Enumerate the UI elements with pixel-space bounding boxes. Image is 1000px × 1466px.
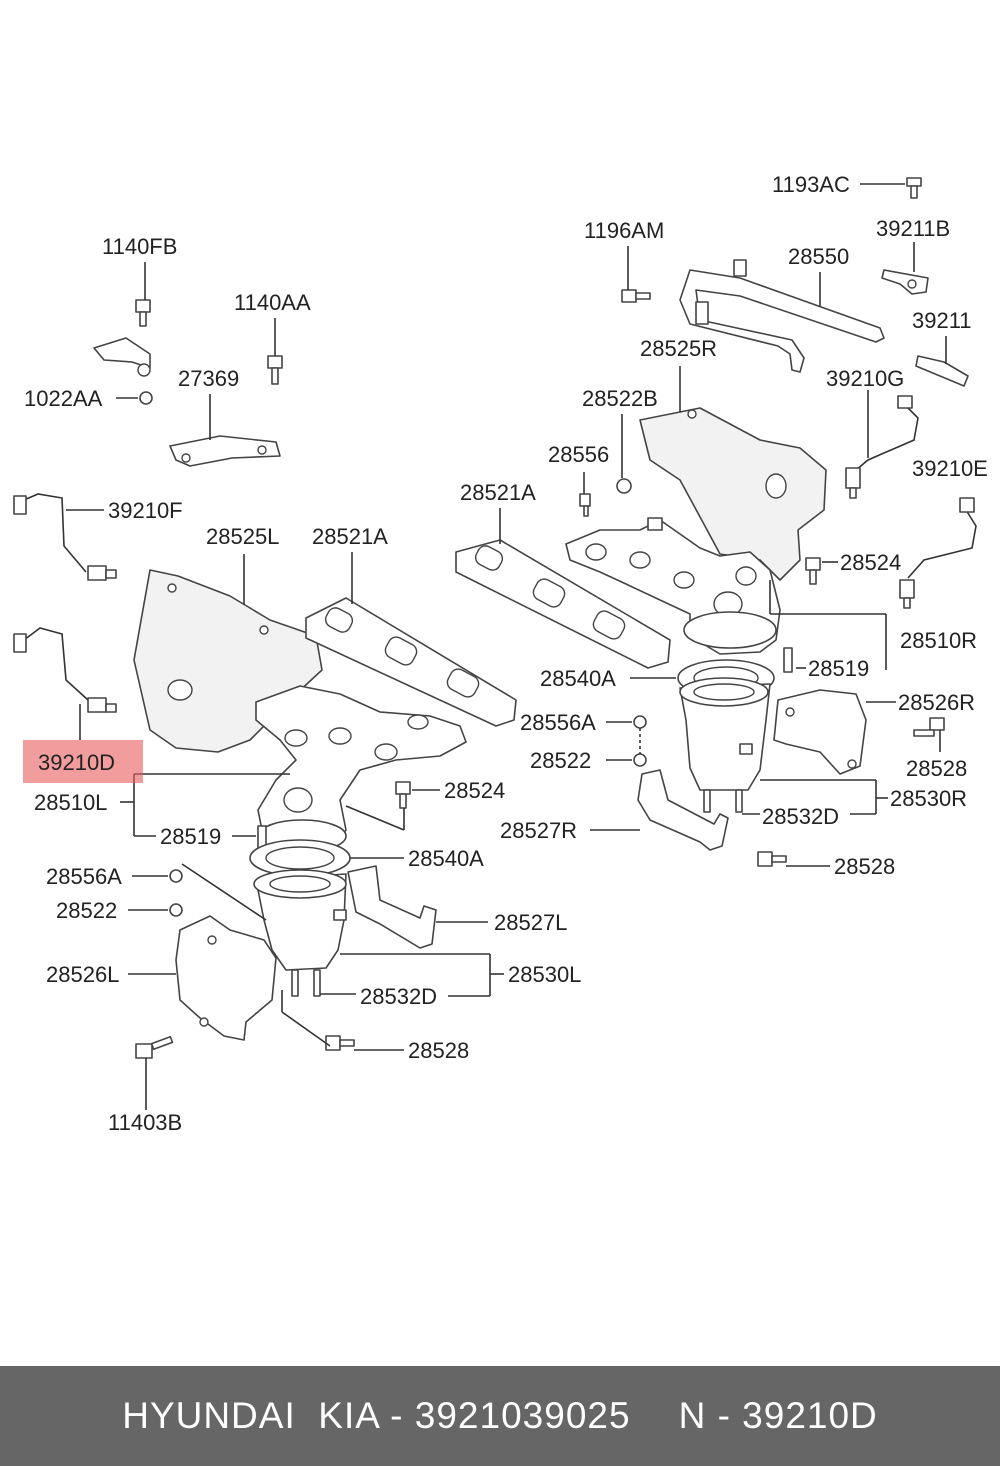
label-28519-left: 28519: [160, 824, 221, 849]
label-28510L: 28510L: [34, 790, 107, 815]
nut-1022AA-icon: [139, 391, 153, 405]
footer-bar: HYUNDAI KIA - 3921039025 N - 39210D: [0, 1366, 1000, 1466]
sensor-39210D-icon: [13, 627, 117, 713]
parts-diagram: 1193AC 1196AM 39211B 28550 39211 28525R …: [13, 172, 988, 1135]
label-28540A-right: 28540A: [540, 666, 616, 691]
bracket-1140FB-icon: [93, 337, 151, 377]
label-28526L: 28526L: [46, 962, 119, 987]
nut-28522B-icon: [616, 478, 632, 494]
bracket-28527R-icon: [637, 769, 729, 851]
converter-28530L-icon: [253, 869, 347, 997]
label-28540A-left: 28540A: [408, 846, 484, 871]
bolt-28528-right-2-icon: [757, 851, 787, 867]
stud-28519-right-icon: [783, 647, 793, 673]
bracket-39211-icon: [915, 355, 969, 387]
nut-28522-right-icon: [633, 753, 647, 767]
nut-28522-left-icon: [169, 903, 183, 917]
bracket-28527L-icon: [347, 865, 437, 949]
label-39211: 39211: [912, 308, 972, 333]
label-39210E: 39210E: [912, 456, 988, 481]
label-39210F: 39210F: [108, 498, 183, 523]
exhaust-manifold-28510R-icon: [565, 517, 781, 655]
bolt-28528-right-1-icon: [913, 717, 945, 737]
label-28522-left: 28522: [56, 898, 117, 923]
label-28524-left: 28524: [444, 778, 505, 803]
label-28550: 28550: [788, 244, 849, 269]
sensor-39210G-icon: [845, 395, 919, 499]
label-28519-right: 28519: [808, 656, 869, 681]
label-39211B: 39211B: [876, 216, 950, 241]
heat-shield-28526R-icon: [773, 689, 867, 775]
bolt-1193AC-icon: [906, 177, 922, 199]
label-28526R: 28526R: [898, 690, 975, 715]
footer-catalog-code: N - 39210D: [678, 1395, 878, 1436]
nut-28556A-left-icon: [169, 869, 183, 883]
bolt-28524-right-icon: [805, 557, 821, 585]
exhaust-manifold-28510L-icon: [255, 685, 467, 853]
label-28522-right: 28522: [530, 748, 591, 773]
label-28556A-right: 28556A: [520, 710, 596, 735]
label-39210G: 39210G: [826, 366, 904, 391]
label-1193AC: 1193AC: [772, 172, 850, 197]
label-28522B: 28522B: [582, 386, 658, 411]
footer-brand-part-number: HYUNDAI KIA - 3921039025: [122, 1395, 631, 1436]
gasket-28521A-left-icon: [305, 597, 517, 727]
bracket-27369-icon: [169, 435, 281, 467]
label-1140FB: 1140FB: [102, 234, 177, 259]
label-28521A-right: 28521A: [460, 480, 536, 505]
label-1022AA: 1022AA: [24, 386, 103, 411]
label-28525L: 28525L: [206, 524, 279, 549]
label-28528-right-2: 28528: [834, 854, 895, 879]
label-28530R: 28530R: [890, 786, 967, 811]
label-1140AA: 1140AA: [234, 290, 311, 315]
label-28532D-right: 28532D: [762, 804, 839, 829]
label-28524-right: 28524: [840, 550, 901, 575]
label-28528-right-1: 28528: [906, 756, 967, 781]
label-28528-left: 28528: [408, 1038, 469, 1063]
pipe-28550-icon: [679, 259, 885, 373]
bolt-1196AM-icon: [621, 289, 651, 303]
sensor-39210F-icon: [13, 493, 117, 581]
label-28525R: 28525R: [640, 336, 717, 361]
sensor-39210E-icon: [899, 497, 977, 609]
heat-shield-28526L-icon: [175, 915, 277, 1041]
highlight-box: [23, 740, 143, 783]
label-28510R: 28510R: [900, 628, 977, 653]
label-1196AM: 1196AM: [584, 218, 664, 243]
label-28527R: 28527R: [500, 818, 577, 843]
bolt-28524-left-icon: [395, 781, 411, 809]
bracket-39211B-icon: [881, 269, 929, 295]
nut-28556A-right-icon: [633, 715, 647, 729]
bolt-11403B-icon: [135, 1035, 174, 1059]
label-28556A-left: 28556A: [46, 864, 122, 889]
label-11403B: 11403B: [108, 1110, 182, 1135]
label-28532D-left: 28532D: [360, 984, 437, 1009]
bolt-28556-icon: [579, 493, 591, 517]
label-27369: 27369: [178, 366, 239, 391]
bolt-1140FB-icon: [135, 299, 151, 327]
label-28521A-left: 28521A: [312, 524, 388, 549]
bolt-1140AA-icon: [267, 355, 283, 385]
heat-shield-28525R-icon: [639, 407, 827, 581]
gasket-28540A-left-icon: [249, 839, 351, 877]
label-28556: 28556: [548, 442, 609, 467]
label-39210D: 39210D: [38, 750, 115, 775]
label-28530L: 28530L: [508, 962, 581, 987]
label-28527L: 28527L: [494, 910, 567, 935]
converter-28530R-icon: [679, 677, 771, 813]
bolt-28528-left-icon: [325, 1035, 355, 1051]
